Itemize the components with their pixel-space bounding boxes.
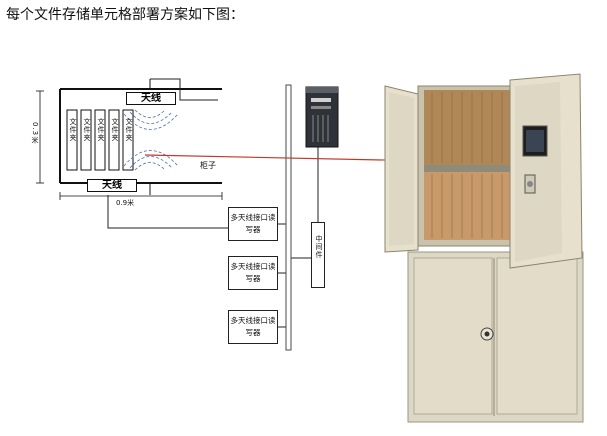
file-label: 文件夹 — [83, 118, 91, 142]
antenna-bottom: 天线 — [87, 179, 137, 192]
height-dimension: 0.3米 — [31, 122, 39, 145]
server-icon — [305, 86, 339, 148]
file-folders — [66, 109, 134, 171]
page-title: 每个文件存储单元格部署方案如下图： — [6, 7, 244, 23]
middleware-box: 中间件 — [311, 222, 325, 288]
reader-box: 多天线接口读写器 — [228, 310, 278, 344]
width-dimension: 0.9米 — [116, 199, 135, 207]
reader-label: 多天线接口读写器 — [230, 213, 276, 234]
file-label: 文件夹 — [111, 118, 119, 142]
reader-label: 多天线接口读写器 — [230, 262, 276, 283]
file-label: 文件夹 — [69, 118, 77, 142]
signal-waves — [123, 109, 179, 171]
antenna-top: 天线 — [126, 92, 176, 105]
reader-box: 多天线接口读写器 — [228, 207, 278, 241]
file-cabinet — [384, 73, 584, 423]
file-label: 文件夹 — [125, 118, 133, 142]
shelf-cell — [36, 79, 223, 200]
file-label: 文件夹 — [97, 118, 105, 142]
network-bus — [285, 84, 292, 351]
cabinet-label: 柜子 — [200, 161, 216, 170]
connection-lines — [107, 78, 319, 328]
reader-box: 多天线接口读写器 — [228, 256, 278, 290]
middleware-label: 中间件 — [315, 235, 323, 259]
reader-label: 多天线接口读写器 — [230, 316, 276, 337]
